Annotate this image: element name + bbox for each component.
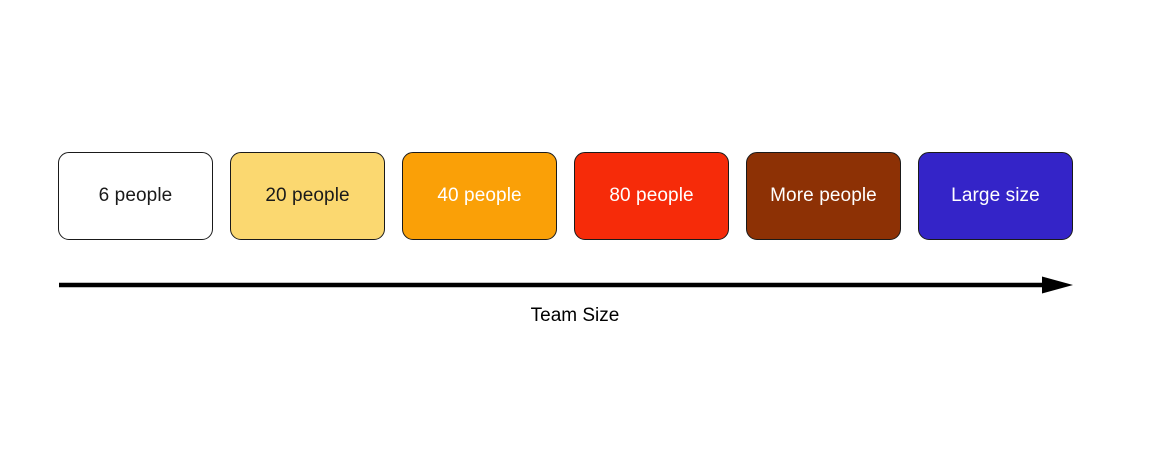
stage-box-4-label: 80 people (609, 185, 694, 206)
stage-box-4[interactable]: 80 people (574, 152, 729, 240)
stage-box-3[interactable]: 40 people (402, 152, 557, 240)
stage-box-1-label: 6 people (98, 185, 173, 206)
stage-box-3-label: 40 people (437, 185, 522, 206)
axis-caption-text: Team Size (530, 305, 620, 326)
stage-box-5-label: More people (770, 185, 877, 206)
team-size-arrow-icon (59, 276, 1073, 294)
stage-box-1[interactable]: 6 people (58, 152, 213, 240)
stage-box-5[interactable]: More people (746, 152, 901, 240)
stage-box-2[interactable]: 20 people (230, 152, 385, 240)
stage-box-6[interactable]: Large size (918, 152, 1073, 240)
stage-box-6-label: Large size (951, 185, 1040, 206)
team-size-stage-row: 6 people 20 people 40 people 80 people M… (58, 152, 1073, 240)
axis-caption: Team Size (0, 304, 1150, 328)
stage-box-2-label: 20 people (265, 185, 350, 206)
